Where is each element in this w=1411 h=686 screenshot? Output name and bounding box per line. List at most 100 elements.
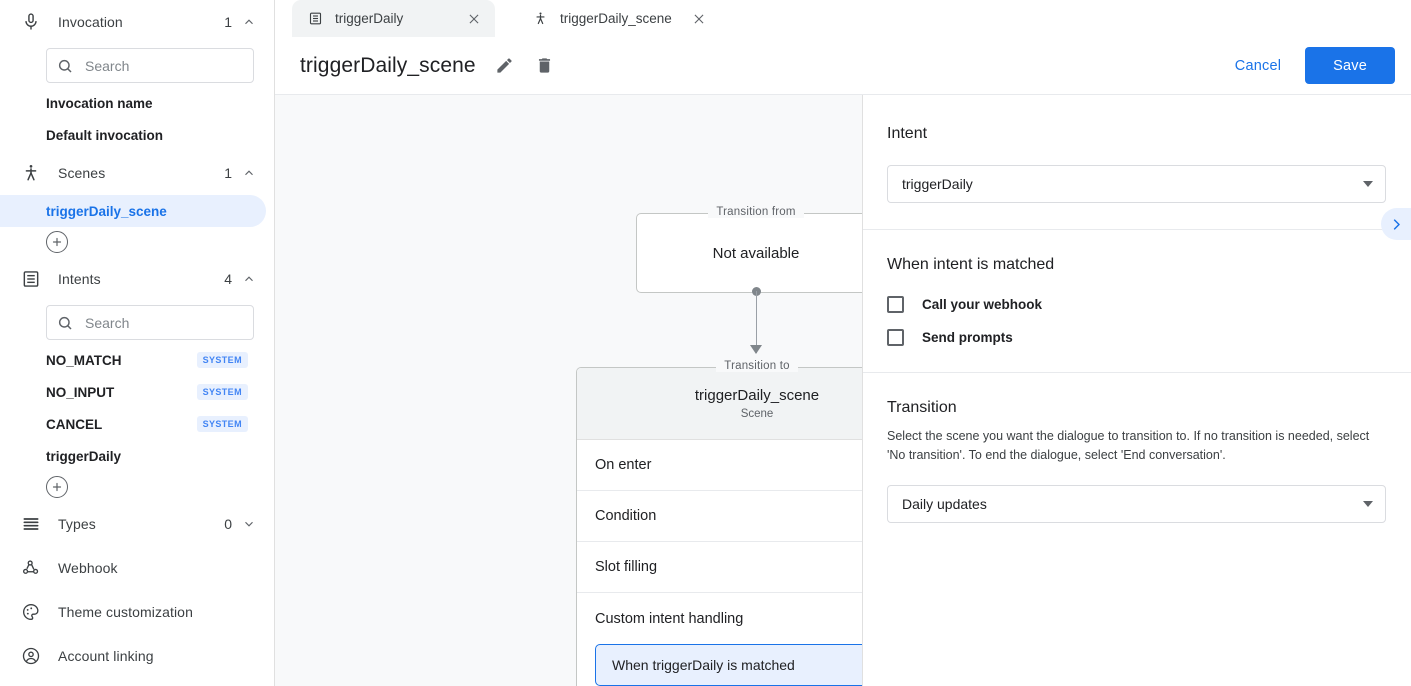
chevron-down-icon xyxy=(1363,500,1373,507)
when-matched-heading: When intent is matched xyxy=(887,256,1055,273)
sidebar-section-label: Scenes xyxy=(58,165,106,181)
scene-block-custom-intent-handling: Custom intent handling + When triggerDai… xyxy=(577,593,862,686)
sidebar-section-intents[interactable]: Intents 4 xyxy=(0,257,274,301)
checkbox-icon[interactable] xyxy=(887,329,904,346)
sidebar-item-label: Default invocation xyxy=(46,127,164,143)
sidebar-item-webhook[interactable]: Webhook xyxy=(0,546,274,590)
sidebar-item-account-linking[interactable]: Account linking xyxy=(0,634,274,678)
intents-search-box[interactable] xyxy=(46,305,254,340)
intent-handler-chip[interactable]: When triggerDaily is matched xyxy=(595,644,862,686)
invocation-search-input[interactable] xyxy=(83,56,243,75)
sidebar-item-cancel[interactable]: CANCEL SYSTEM xyxy=(0,408,266,440)
types-icon xyxy=(20,513,42,535)
palette-icon xyxy=(20,601,42,623)
sidebar-item-triggerdaily[interactable]: triggerDaily xyxy=(0,440,266,472)
tab-triggerdaily-scene[interactable]: triggerDaily_scene xyxy=(517,0,720,37)
cancel-button[interactable]: Cancel xyxy=(1221,50,1295,82)
scene-graph-canvas[interactable]: Transition from Not available Transition… xyxy=(275,95,862,686)
trash-icon[interactable] xyxy=(534,55,556,77)
sidebar-section-invocation[interactable]: Invocation 1 xyxy=(0,0,274,44)
page-title: triggerDaily_scene xyxy=(300,53,476,77)
checkbox-icon[interactable] xyxy=(887,296,904,313)
sidebar-item-label: NO_INPUT xyxy=(46,384,115,400)
sidebar-item-label: CANCEL xyxy=(46,416,103,432)
sidebar-item-theme-customization[interactable]: Theme customization xyxy=(0,590,274,634)
add-intent-icon[interactable] xyxy=(46,476,68,498)
transition-from-node[interactable]: Transition from Not available xyxy=(636,206,862,293)
sidebar-item-no-match[interactable]: NO_MATCH SYSTEM xyxy=(0,344,266,376)
sidebar-item-backend-services[interactable]: Backend services xyxy=(0,678,274,686)
checkbox-label: Call your webhook xyxy=(922,297,1043,312)
sidebar-item-default-invocation[interactable]: Default invocation xyxy=(0,119,266,151)
sidebar-section-scenes[interactable]: Scenes 1 xyxy=(0,151,274,195)
transition-select-value: Daily updates xyxy=(902,495,987,512)
sidebar-section-label: Intents xyxy=(58,271,101,287)
scene-node-subtitle: Scene xyxy=(740,408,774,420)
chevron-right-icon[interactable] xyxy=(1381,208,1411,240)
webhook-icon xyxy=(20,557,42,579)
scene-row-label: Custom intent handling xyxy=(595,610,744,627)
invocation-search-wrap xyxy=(0,44,274,87)
panel-section-intent: Intent triggerDaily xyxy=(863,99,1411,230)
chevron-down-icon xyxy=(1363,181,1373,187)
tab-triggerdaily[interactable]: triggerDaily xyxy=(292,0,495,37)
scene-node-title: triggerDaily_scene xyxy=(694,387,820,404)
properties-panel: Intent triggerDaily When intent is match… xyxy=(862,95,1411,686)
connector-line-vertical xyxy=(756,291,757,353)
sidebar-item-triggerdaily-scene[interactable]: triggerDaily_scene xyxy=(0,195,266,227)
main-area: triggerDaily triggerDaily_scene xyxy=(275,0,1411,686)
transition-select[interactable]: Daily updates xyxy=(887,484,1386,523)
transition-from-text: Not available xyxy=(712,244,800,262)
intents-search-input[interactable] xyxy=(83,313,243,332)
sidebar-item-invocation-name[interactable]: Invocation name xyxy=(0,87,266,119)
search-icon xyxy=(57,58,73,74)
scene-row-condition[interactable]: Condition + xyxy=(577,491,862,542)
intents-search-wrap xyxy=(0,301,274,344)
connector-arrow-down xyxy=(750,345,762,354)
scene-row-label: Condition xyxy=(595,508,657,524)
sidebar-section-types[interactable]: Types 0 xyxy=(0,502,274,546)
intent-select[interactable]: triggerDaily xyxy=(887,165,1386,203)
chevron-up-icon xyxy=(242,272,256,286)
scene-header: triggerDaily_scene Cancel Save xyxy=(275,37,1411,95)
sidebar-section-label: Invocation xyxy=(58,14,123,30)
save-button[interactable]: Save xyxy=(1305,47,1395,84)
search-icon xyxy=(57,315,73,331)
add-scene-icon[interactable] xyxy=(46,231,68,253)
scene-node[interactable]: Transition to triggerDaily_scene Scene O… xyxy=(576,360,862,686)
intent-heading: Intent xyxy=(887,125,928,142)
scene-row-custom-intent-handling[interactable]: Custom intent handling + xyxy=(577,593,862,644)
transition-description: Select the scene you want the dialogue t… xyxy=(887,429,1370,462)
account-icon xyxy=(20,645,42,667)
sidebar-section-count: 1 xyxy=(224,165,232,181)
sidebar-section-count: 0 xyxy=(224,516,232,532)
intent-select-value: triggerDaily xyxy=(902,176,973,192)
pencil-icon[interactable] xyxy=(494,55,516,77)
scenes-icon xyxy=(20,162,42,184)
status-badge: SYSTEM xyxy=(196,416,248,432)
scene-row-slot-filling[interactable]: Slot filling + xyxy=(577,542,862,593)
sidebar-item-label: Account linking xyxy=(58,648,154,664)
chevron-up-icon xyxy=(242,166,256,180)
sidebar-item-label: triggerDaily_scene xyxy=(46,203,167,219)
body-area: Transition from Not available Transition… xyxy=(275,95,1411,686)
intent-doc-icon xyxy=(308,11,323,26)
sidebar-section-label: Types xyxy=(58,516,96,532)
checkbox-send-prompts[interactable]: Send prompts xyxy=(887,329,1386,346)
close-icon[interactable] xyxy=(692,12,706,26)
invocation-search-box[interactable] xyxy=(46,48,254,83)
close-icon[interactable] xyxy=(467,12,481,26)
sidebar-item-label: Webhook xyxy=(58,560,118,576)
tab-label: triggerDaily_scene xyxy=(560,11,672,26)
scene-row-on-enter[interactable]: On enter + xyxy=(577,440,862,491)
checkbox-call-your-webhook[interactable]: Call your webhook xyxy=(887,296,1386,313)
scene-row-label: On enter xyxy=(595,457,652,473)
panel-section-transition: Transition Select the scene you want the… xyxy=(863,373,1411,549)
sidebar-item-label: triggerDaily xyxy=(46,448,122,464)
transition-heading: Transition xyxy=(887,399,957,416)
sidebar-item-label: Invocation name xyxy=(46,95,153,111)
microphone-icon xyxy=(20,11,42,33)
add-scene-row xyxy=(0,227,274,257)
sidebar-item-no-input[interactable]: NO_INPUT SYSTEM xyxy=(0,376,266,408)
intent-handler-chip-label: When triggerDaily is matched xyxy=(612,657,795,673)
